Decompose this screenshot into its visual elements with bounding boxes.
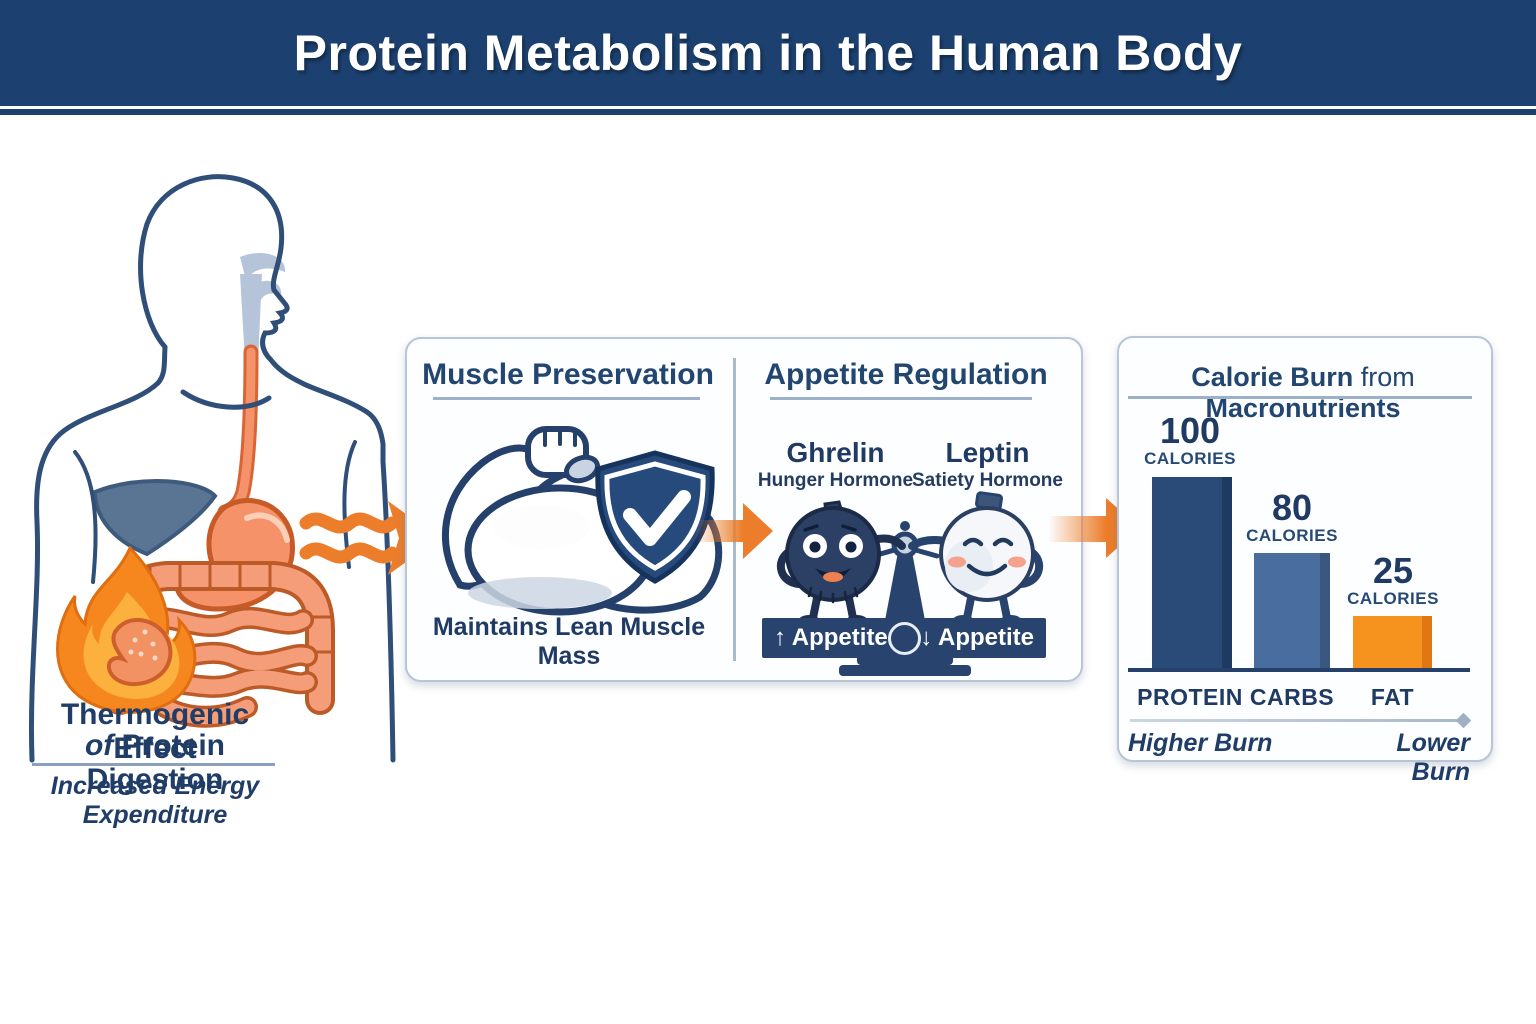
scale-base-2	[839, 665, 971, 676]
thermogenic-of: of	[84, 729, 114, 762]
stomach-speckles	[128, 629, 158, 661]
header-bar	[0, 0, 1536, 106]
burn-axis-line	[1130, 719, 1460, 722]
higher-burn-label: Higher Burn	[1128, 729, 1273, 757]
balance-scale-icon	[776, 491, 1044, 676]
page-title: Protein Metabolism in the Human Body	[293, 25, 1243, 81]
appetite-title: Appetite Regulation	[764, 358, 1048, 391]
protein-category: PROTEIN	[1137, 684, 1243, 710]
chart-title-regular: from	[1353, 362, 1415, 392]
balance-ring-icon	[888, 622, 921, 655]
muscle-caption: Maintains Lean Muscle Mass	[432, 613, 706, 670]
bar-carbs-face	[1254, 553, 1320, 670]
fat-category: FAT	[1370, 684, 1415, 710]
bar-chart-plot	[1117, 336, 1489, 670]
lower-burn-label: Lower Burn	[1396, 729, 1470, 786]
throat-column	[240, 274, 262, 362]
ghrelin-character-icon	[776, 500, 906, 625]
pharynx-shape	[240, 252, 286, 280]
carbs-category: CARBS	[1249, 684, 1335, 710]
gradient-arrow-icon	[695, 520, 743, 542]
bar-fat	[1353, 616, 1432, 670]
biceps-sheen	[494, 505, 590, 549]
arm-shade	[468, 577, 612, 609]
bar-fat-side	[1422, 616, 1432, 670]
leptin-label: Leptin	[945, 437, 1030, 468]
carbs-value: 80	[1271, 487, 1313, 528]
panel-divider	[733, 358, 736, 661]
carbs-unit: CALORIES	[1246, 526, 1338, 545]
protein-value: 100	[1159, 410, 1221, 451]
leptin-character-icon	[908, 491, 1044, 625]
thumb	[564, 454, 600, 484]
bar-protein-face	[1152, 477, 1222, 670]
thermogenic-title-line2: of Protein Digestion	[20, 729, 290, 797]
protein-unit: CALORIES	[1144, 449, 1236, 468]
chart-title-bold1: Calorie Burn	[1191, 362, 1354, 392]
chart-baseline	[1128, 668, 1470, 672]
fat-unit: CALORIES	[1347, 589, 1439, 608]
chart-title-underline	[1128, 396, 1472, 399]
ghrelin-label: Ghrelin	[786, 437, 885, 468]
flame-stomach-icon	[56, 545, 197, 714]
appetite-title-underline	[770, 397, 1032, 400]
appetite-beam: ↑ Appetite ↓ Appetite	[762, 618, 1046, 658]
appetite-down-label: ↓ Appetite	[920, 624, 1034, 651]
thermogenic-underline	[32, 763, 275, 766]
leptin-role: Satiety Hormone	[912, 470, 1063, 491]
muscle-title: Muscle Preservation	[422, 358, 714, 391]
pivot-topper	[900, 521, 910, 531]
knuckles	[543, 428, 577, 447]
bar-protein-side	[1222, 477, 1232, 670]
bar-carbs-side	[1320, 553, 1330, 670]
muscle-title-underline	[433, 397, 700, 400]
appetite-up-label: ↑ Appetite	[774, 624, 888, 651]
flexed-arm-icon	[441, 426, 723, 616]
arrow-head-icon	[743, 503, 776, 559]
shield-check-icon	[595, 450, 715, 584]
stomach-highlight	[244, 512, 290, 543]
ghrelin-role: Hunger Hormone	[757, 470, 914, 491]
bar-protein	[1152, 477, 1232, 670]
bar-fat-face	[1353, 616, 1422, 670]
liver	[92, 478, 218, 557]
thermogenic-line2-rest: Protein Digestion	[86, 729, 225, 796]
gradient-arrow-icon	[1048, 516, 1106, 542]
thermogenic-subtitle: Increased Energy Expenditure	[50, 772, 260, 829]
header-divider	[0, 109, 1536, 115]
bar-carbs	[1254, 553, 1330, 670]
fat-value: 25	[1372, 550, 1414, 591]
human-body-digestive-illustration	[28, 174, 396, 763]
thermogenic-title-line1: Thermogenic Effect	[60, 698, 250, 765]
